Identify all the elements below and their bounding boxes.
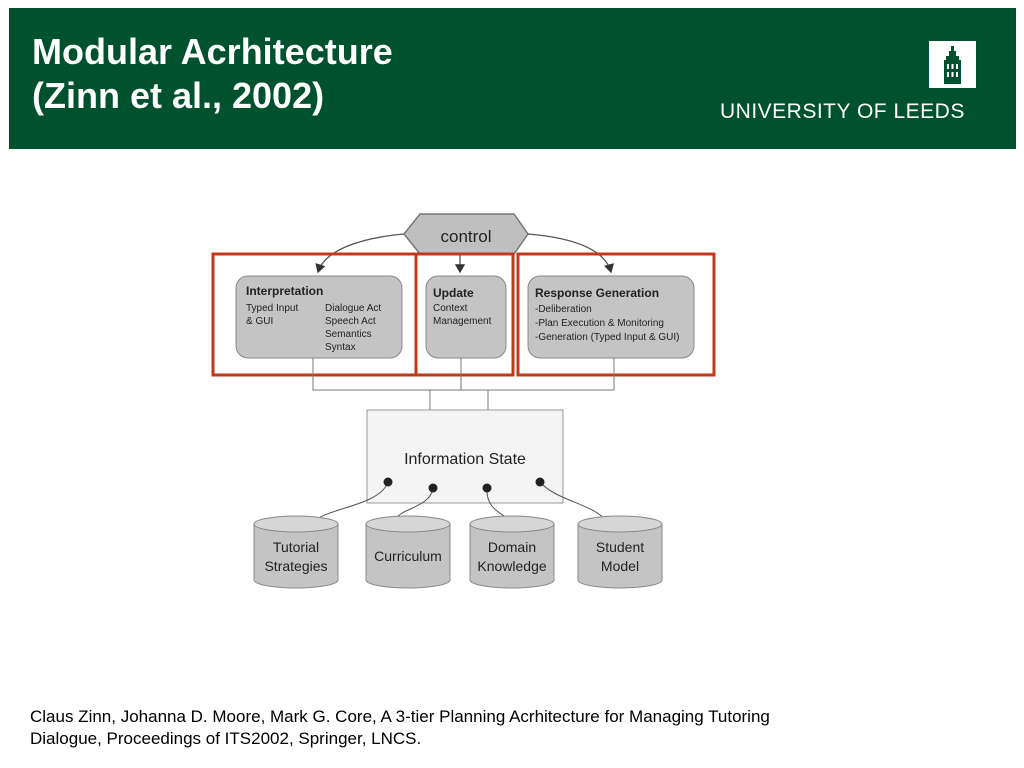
database-student-line-2: Model bbox=[601, 558, 639, 574]
interpretation-module bbox=[235, 275, 403, 359]
university-logo-icon bbox=[929, 41, 976, 88]
database-domain-line-1: Domain bbox=[488, 539, 536, 555]
slide-title: Modular Acrhitecture (Zinn et al., 2002) bbox=[32, 30, 393, 118]
database-student-line-1: Student bbox=[596, 539, 644, 555]
update-title: Update bbox=[433, 286, 474, 300]
update-line-1: Context bbox=[433, 303, 468, 314]
update-line-2: Management bbox=[433, 316, 492, 327]
database-domain-knowledge: Domain Knowledge bbox=[469, 515, 555, 589]
interpretation-right-2: Speech Act bbox=[325, 316, 376, 327]
interpretation-left-2: & GUI bbox=[246, 316, 273, 327]
interpretation-right-4: Syntax bbox=[325, 342, 356, 353]
database-student-model: Student Model bbox=[577, 515, 663, 589]
control-to-interpretation-arrow bbox=[315, 233, 405, 274]
information-state-box bbox=[366, 409, 564, 504]
database-tutorial-line-2: Strategies bbox=[264, 558, 327, 574]
information-state-label: Information State bbox=[404, 451, 526, 468]
connector-dots bbox=[383, 477, 545, 493]
title-line-2: (Zinn et al., 2002) bbox=[32, 75, 325, 116]
response-title: Response Generation bbox=[535, 286, 659, 300]
citation-line-2: Dialogue, Proceedings of ITS2002, Spring… bbox=[30, 729, 422, 748]
response-module bbox=[527, 275, 695, 359]
university-name: UNIVERSITY OF LEEDS bbox=[720, 100, 965, 123]
interpretation-right-3: Semantics bbox=[325, 329, 372, 340]
response-line-2: -Plan Execution & Monitoring bbox=[535, 318, 664, 329]
update-highlight bbox=[414, 252, 515, 377]
citation: Claus Zinn, Johanna D. Moore, Mark G. Co… bbox=[30, 706, 990, 750]
database-domain-line-2: Knowledge bbox=[477, 558, 546, 574]
response-line-1: -Deliberation bbox=[535, 304, 592, 315]
database-tutorial-strategies: Tutorial Strategies bbox=[253, 515, 339, 589]
header-banner bbox=[9, 8, 1016, 149]
title-line-1: Modular Acrhitecture bbox=[32, 31, 393, 72]
module-connectors bbox=[312, 358, 615, 410]
database-tutorial-line-1: Tutorial bbox=[273, 539, 319, 555]
update-module bbox=[425, 275, 507, 359]
interpretation-left-1: Typed Input bbox=[246, 303, 298, 314]
control-to-response-arrow bbox=[527, 233, 614, 274]
response-highlight bbox=[516, 252, 716, 377]
interpretation-title: Interpretation bbox=[246, 284, 323, 298]
citation-line-1: Claus Zinn, Johanna D. Moore, Mark G. Co… bbox=[30, 707, 770, 726]
interpretation-right-1: Dialogue Act bbox=[325, 303, 381, 314]
response-line-3: -Generation (Typed Input & GUI) bbox=[535, 332, 680, 343]
database-curriculum-line-1: Curriculum bbox=[374, 548, 442, 564]
database-curriculum: Curriculum bbox=[365, 515, 451, 589]
control-label: control bbox=[440, 227, 491, 246]
